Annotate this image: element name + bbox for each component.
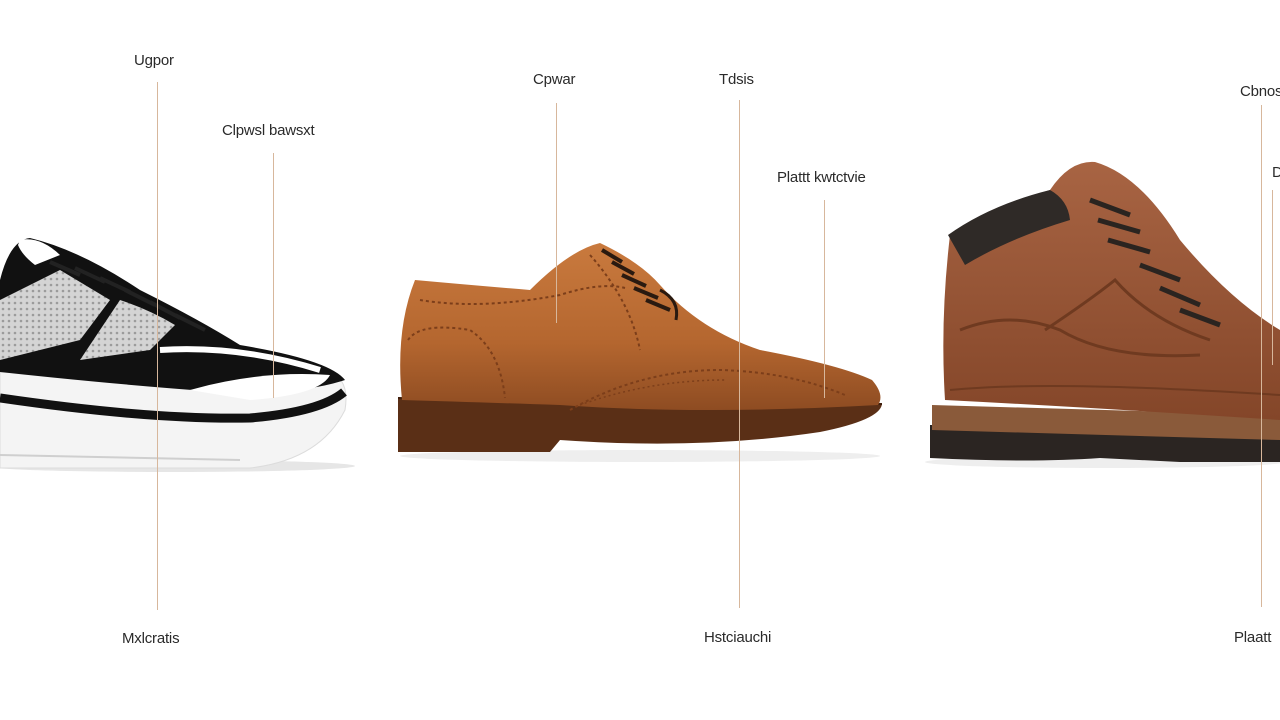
label-oxford-upper: Cpwar xyxy=(533,71,576,88)
label-oxford-platform: Plattt kwtctvie xyxy=(777,169,866,186)
label-boot-detail: D xyxy=(1272,164,1280,181)
label-boot-sole: Plaatt xyxy=(1234,629,1272,646)
leader-line-boot-detail xyxy=(1272,190,1273,365)
leader-line-oxford-upper xyxy=(556,103,557,323)
leader-line-oxford-details xyxy=(739,100,740,608)
boot-icon xyxy=(925,161,1280,468)
leader-line-sneaker-upper xyxy=(157,82,158,610)
sneaker-icon xyxy=(0,238,355,472)
leader-line-sneaker-collar xyxy=(273,153,274,398)
label-boot-collar: Cbnos xyxy=(1240,83,1280,100)
leader-line-boot-collar xyxy=(1261,105,1262,607)
leader-line-oxford-platform xyxy=(824,200,825,398)
label-sneaker-collar: Clpwsl bawsxt xyxy=(222,122,315,139)
oxford-shoe-icon xyxy=(397,243,883,462)
label-sneaker-upper: Ugpor xyxy=(134,52,174,69)
label-sneaker-sole: Mxlcratis xyxy=(122,630,180,647)
label-oxford-details: Tdsis xyxy=(719,71,754,88)
label-oxford-sole: Hstciauchi xyxy=(704,629,772,646)
